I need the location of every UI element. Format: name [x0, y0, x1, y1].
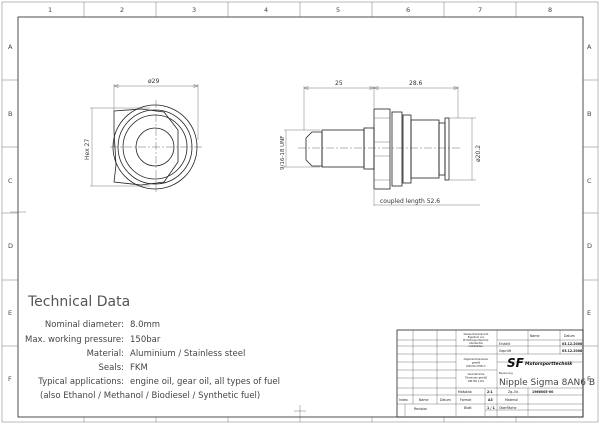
grid-col-6: 6 [406, 6, 410, 14]
pressure-label: Max. working pressure: [25, 335, 124, 345]
grid-row-labels: A B C D E F A B C D E F [8, 43, 592, 383]
applications-value: engine oil, gear oil, all types of fuel [130, 377, 280, 387]
grid-row-a-right: A [587, 43, 592, 51]
copyright-line: SF Motorsporttechnik. [463, 339, 490, 342]
center-lines [110, 100, 202, 193]
revision-name-header: Name [419, 398, 428, 402]
date-header: Datum [564, 334, 575, 338]
seals-value: FKM [130, 363, 148, 373]
zgnr-value: 1966005-00 [532, 390, 554, 394]
grid-row-e-right: E [587, 309, 591, 317]
coupled-length-dimension [373, 190, 480, 206]
tolerance-line: gemäß [472, 362, 481, 365]
material-label-tb: Material [505, 398, 518, 402]
grid-col-5: 5 [336, 6, 340, 14]
revision-label: Revision [414, 407, 427, 411]
copyright-line: vorbehalten. [468, 345, 483, 348]
title-block: Dieses Dokument ist Eigentum von SF Moto… [396, 329, 595, 418]
pressure-value: 150bar [130, 335, 161, 345]
tolerance-line: Allgemeintoleranzen [464, 358, 489, 361]
applications-label: Typical applications: [37, 377, 124, 387]
logo-text: Motorsporttechnik [525, 361, 573, 367]
thread-label: 9/16-18 UNF [280, 136, 286, 170]
body [410, 119, 440, 179]
blatt-label: Blatt [464, 406, 472, 410]
grid-row-e: E [8, 309, 12, 317]
geometric-line: Geometrische [468, 373, 485, 376]
collar-2 [402, 114, 412, 184]
oberflaeche-label: Oberfläche [499, 406, 517, 410]
front-view: ø29 Hex 27 [84, 78, 202, 193]
copyright-line: Alle Rechte [469, 342, 483, 345]
technical-data-title: Technical Data [27, 294, 130, 310]
neck [363, 127, 375, 170]
hex-body [373, 108, 391, 190]
blatt-value: 1 / 1 [487, 406, 495, 410]
zgnr-label: Zg.-Nr. [508, 390, 519, 394]
nominal-diameter-value: 8.0mm [130, 320, 160, 330]
diameter-dimension [113, 84, 199, 147]
grid-row-b: B [8, 110, 12, 118]
applications-note: (also Ethanol / Methanol / Biodiesel / S… [40, 391, 260, 401]
grid-col-4: 4 [264, 6, 268, 14]
grid-row-f: F [8, 375, 12, 383]
benennung-label: Benennung [499, 372, 513, 375]
geprueft-label: Geprüft [499, 349, 512, 353]
groove [438, 122, 446, 176]
geometric-line: Toleranzen gemäß [465, 377, 487, 380]
nominal-diameter-label: Nominal diameter: [45, 320, 124, 330]
grid-row-a: A [8, 43, 13, 51]
diameter-label: ø29 [148, 78, 159, 85]
index-header: Index [399, 398, 408, 402]
grid-row-d: D [8, 242, 13, 250]
revision-date-header: Datum [440, 398, 451, 402]
technical-data: Technical Data Nominal diameter: Max. wo… [25, 294, 280, 401]
thread-body [321, 129, 365, 168]
grid-row-c: C [8, 177, 13, 185]
grid-row-d-right: D [587, 242, 592, 250]
thread-tip [305, 131, 323, 167]
grid-col-7: 7 [478, 6, 482, 14]
collar [391, 111, 403, 187]
geprueft-date: 03.12.2008 [562, 349, 583, 353]
grid-col-1: 1 [48, 6, 52, 14]
format-label: Format [460, 398, 472, 402]
material-value: Aluminium / Stainless steel [130, 349, 245, 359]
side-view: 25 28.6 9/16-18 UNF ø20.2 coupled length… [280, 80, 482, 206]
hex-dimension [90, 107, 150, 187]
copyright-line: Eigentum von [468, 336, 485, 339]
end-flange [444, 117, 450, 181]
hex-outline [113, 108, 179, 186]
grid-row-b-right: B [587, 110, 591, 118]
grid-row-f-right: F [587, 375, 591, 383]
grid-col-3: 3 [192, 6, 196, 14]
diameter-20-label: ø20.2 [475, 145, 482, 162]
massstab-value: 2:1 [487, 390, 493, 394]
dim-25-label: 25 [335, 80, 343, 87]
diameter-20-dimension [450, 117, 476, 181]
erstellt-date: 03.12.2008 [562, 342, 583, 346]
copyright-line: Dieses Dokument ist [464, 333, 489, 336]
grid-col-2: 2 [120, 6, 124, 14]
grid-column-labels: 1 2 3 4 5 6 7 8 [48, 6, 552, 14]
hex-label: Hex 27 [84, 139, 91, 160]
dim-28-6-label: 28.6 [409, 80, 423, 87]
part-name: Nipple Sigma 8AN6 B [499, 378, 595, 388]
grid-col-8: 8 [548, 6, 552, 14]
length-dimensions [303, 86, 459, 130]
name-header: Name [530, 334, 539, 338]
coupled-length-label: coupled length 52.6 [380, 198, 440, 205]
format-value: A3 [488, 398, 493, 402]
company-logo: SF Motorsporttechnik [507, 356, 573, 370]
erstellt-label: Erstellt [499, 342, 511, 346]
material-label: Material: [87, 349, 124, 359]
tolerance-line: DIN ISO 2768-m [466, 365, 486, 368]
geometric-line: DIN ISO 1101 [468, 380, 485, 383]
massstab-label: Maßstab [458, 390, 472, 394]
thread-dimension [284, 129, 320, 168]
grid-row-c-right: C [587, 177, 592, 185]
seals-label: Seals: [99, 363, 125, 373]
logo-sf: SF [507, 356, 525, 370]
